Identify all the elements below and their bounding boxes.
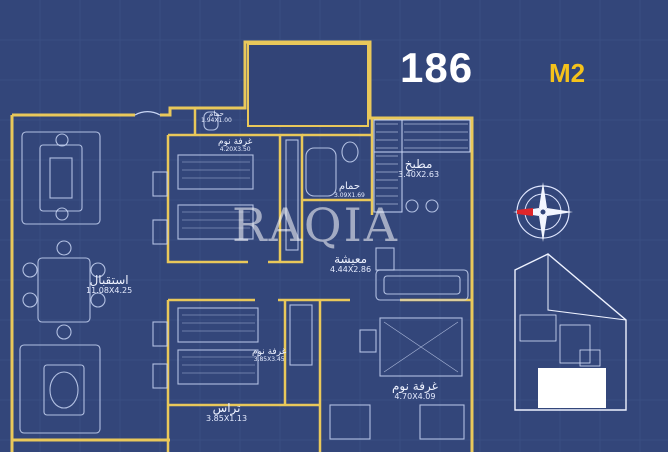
bedroom2-furniture xyxy=(152,304,313,389)
room-label-bedroom1: غرفة نوم 4.20X3.50 xyxy=(218,137,253,154)
room-name: حمام xyxy=(338,181,361,192)
room-name: غرفة نوم xyxy=(252,347,287,357)
room-label-bedroom2: غرفة نوم 3.85X3.45 xyxy=(252,347,287,364)
room-dimensions: 3.40X2.63 xyxy=(398,169,440,179)
kitchen-counter xyxy=(373,119,471,213)
room-label-living: معيشة 4.44X2.86 xyxy=(330,253,371,274)
building-keyplan-icon xyxy=(514,253,627,411)
entrance-door xyxy=(134,111,161,116)
room-dimensions: 3.85X1.13 xyxy=(206,413,248,423)
total-area-unit: M2 xyxy=(549,58,586,88)
living-furniture xyxy=(375,247,469,301)
room-name: استقبال xyxy=(89,273,129,287)
interior-walls xyxy=(166,108,472,452)
room-dimensions: 3.85X3.45 xyxy=(253,356,285,364)
room-label-bathroom: حمام 3.09X1.69 xyxy=(334,181,365,199)
total-area-value: 186 xyxy=(400,44,474,91)
room-dimensions: 4.70X4.09 xyxy=(394,391,436,401)
room-name: حمام xyxy=(209,110,224,118)
room-label-master-bedroom: غرفة نوم 4.70X4.09 xyxy=(392,380,438,401)
room-name: غرفة نوم xyxy=(218,137,253,147)
room-label-terrace: تراس 3.85X1.13 xyxy=(206,402,247,423)
room-label-kitchen: مطبخ 3.40X2.63 xyxy=(398,158,439,179)
master-bedroom-furniture xyxy=(329,317,465,440)
reception-furniture xyxy=(19,131,106,434)
room-name: تراس xyxy=(212,401,241,415)
room-label-wc: حمام 1.94X1.00 xyxy=(201,110,232,125)
room-label-reception: استقبال 11.08X4.25 xyxy=(86,274,132,295)
room-dimensions: 3.09X1.69 xyxy=(334,191,365,199)
bathroom-fixtures xyxy=(203,111,359,197)
room-name: مطبخ xyxy=(404,157,433,171)
light-well xyxy=(247,43,369,127)
room-dimensions: 1.94X1.00 xyxy=(201,117,232,125)
room-dimensions: 11.08X4.25 xyxy=(86,285,133,295)
watermark-text: RAQIA xyxy=(232,198,399,252)
compass-rose-icon xyxy=(513,182,573,242)
room-dimensions: 4.20X3.50 xyxy=(219,146,251,154)
room-dimensions: 4.44X2.86 xyxy=(330,264,372,274)
outer-walls xyxy=(10,40,474,452)
bedroom1-furniture xyxy=(152,139,299,251)
room-name: غرفة نوم xyxy=(392,379,438,393)
room-name: معيشة xyxy=(334,252,368,266)
